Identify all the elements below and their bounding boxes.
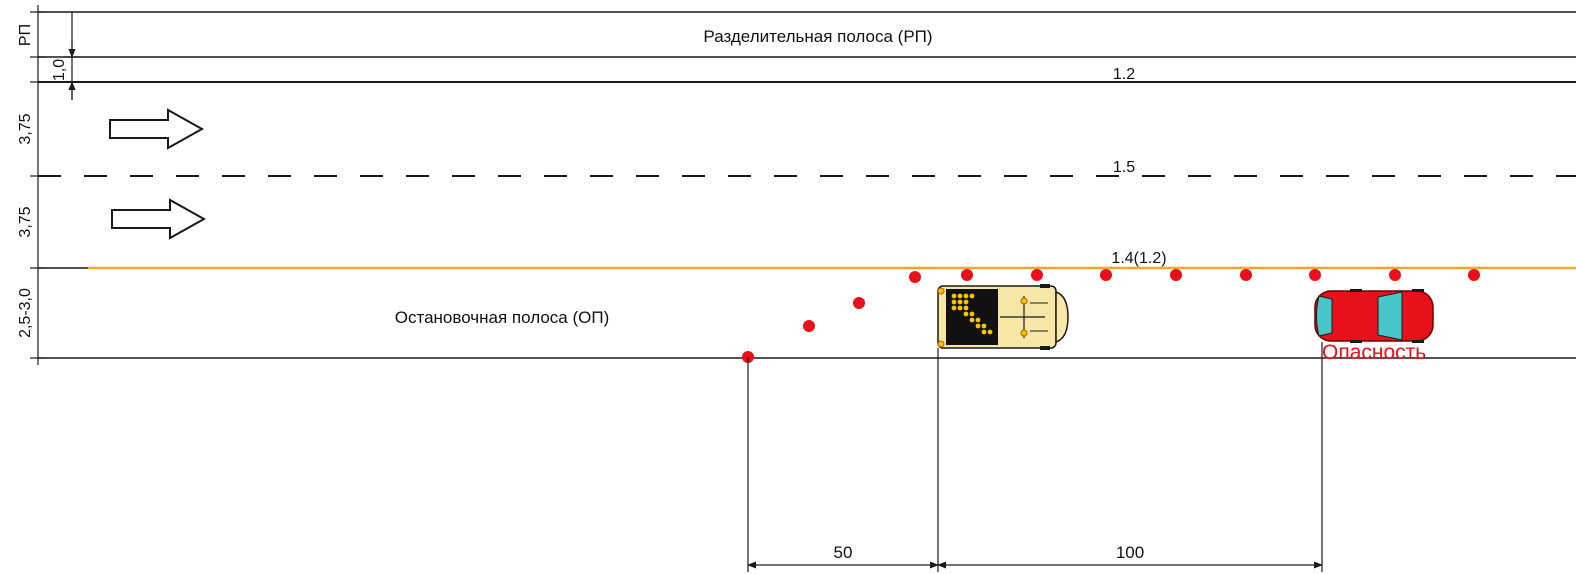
- dimension-lane-1-label: 3,75: [17, 113, 34, 144]
- traffic-cone-icon: [1240, 269, 1252, 281]
- traffic-cone-icon: [1468, 269, 1480, 281]
- traffic-cone-icon: [803, 320, 815, 332]
- marking-1-4-label: 1.4(1.2): [1111, 250, 1166, 267]
- right-arrow-icon: [109, 108, 205, 150]
- stopped-car-icon: [1314, 289, 1434, 343]
- dimension-buffer-label: 100: [1116, 543, 1144, 562]
- vertical-dimension-chain: [30, 5, 80, 365]
- marking-1-2-label: 1.2: [1113, 66, 1135, 83]
- right-arrow-icon: [111, 198, 207, 240]
- dimension-shoulder-label: 2,5-3,0: [17, 288, 34, 338]
- dimension-gap-label: 1,0: [51, 59, 68, 81]
- shoulder-lane-label: Остановочная полоса (ОП): [395, 308, 609, 327]
- traffic-cone-icon: [1170, 269, 1182, 281]
- traffic-cone-icon: [1031, 269, 1043, 281]
- danger-label: Опасность: [1322, 341, 1426, 364]
- dimension-median-label: РП: [17, 24, 34, 46]
- arrow-board-truck-icon: [937, 284, 1069, 350]
- median-strip-label: Разделительная полоса (РП): [703, 27, 932, 46]
- horizontal-dimension-lines: [747, 342, 1323, 572]
- dimension-taper-label: 50: [834, 543, 853, 562]
- marking-1-5-label: 1.5: [1113, 159, 1135, 176]
- traffic-cone-icon: [1100, 269, 1112, 281]
- dimension-lane-2-label: 3,75: [17, 206, 34, 237]
- traffic-cone-icon: [1389, 269, 1401, 281]
- traffic-cones: [742, 269, 1480, 363]
- traffic-cone-icon: [853, 297, 865, 309]
- traffic-cone-icon: [961, 269, 973, 281]
- traffic-cone-icon: [1309, 269, 1321, 281]
- traffic-cone-icon: [909, 271, 921, 283]
